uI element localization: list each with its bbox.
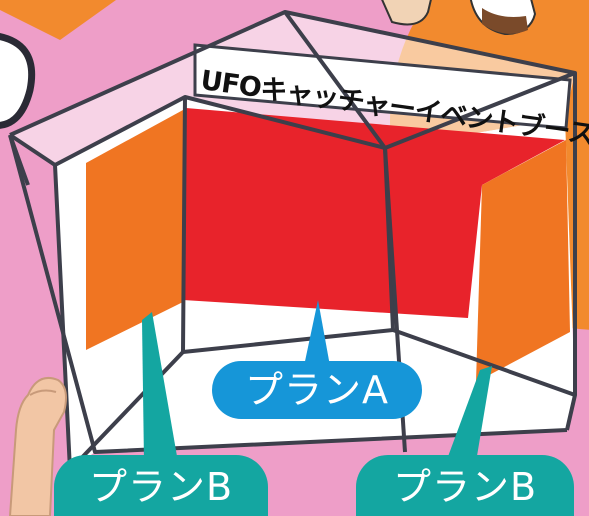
plan-a-pointer — [304, 300, 330, 366]
character-shoe-right — [482, 8, 528, 34]
plan-a-label: プランA — [212, 361, 422, 419]
plan-b-left-pointer — [142, 312, 178, 462]
plan-a-back-wall — [183, 108, 565, 318]
booth-frame — [8, 10, 577, 472]
plan-b-left-wall — [86, 110, 183, 350]
plan-b-right-wall — [476, 140, 570, 382]
speech-bubble-edge — [0, 33, 36, 129]
orange-corner-shape — [0, 0, 116, 40]
sign-board — [193, 43, 572, 130]
plan-b-right-label: プランB — [356, 455, 574, 516]
plan-b-left-label: プランB — [54, 455, 268, 516]
raised-fist — [8, 376, 67, 516]
plan-b-right-pointer — [446, 366, 492, 462]
character-foot-left — [381, 0, 432, 26]
